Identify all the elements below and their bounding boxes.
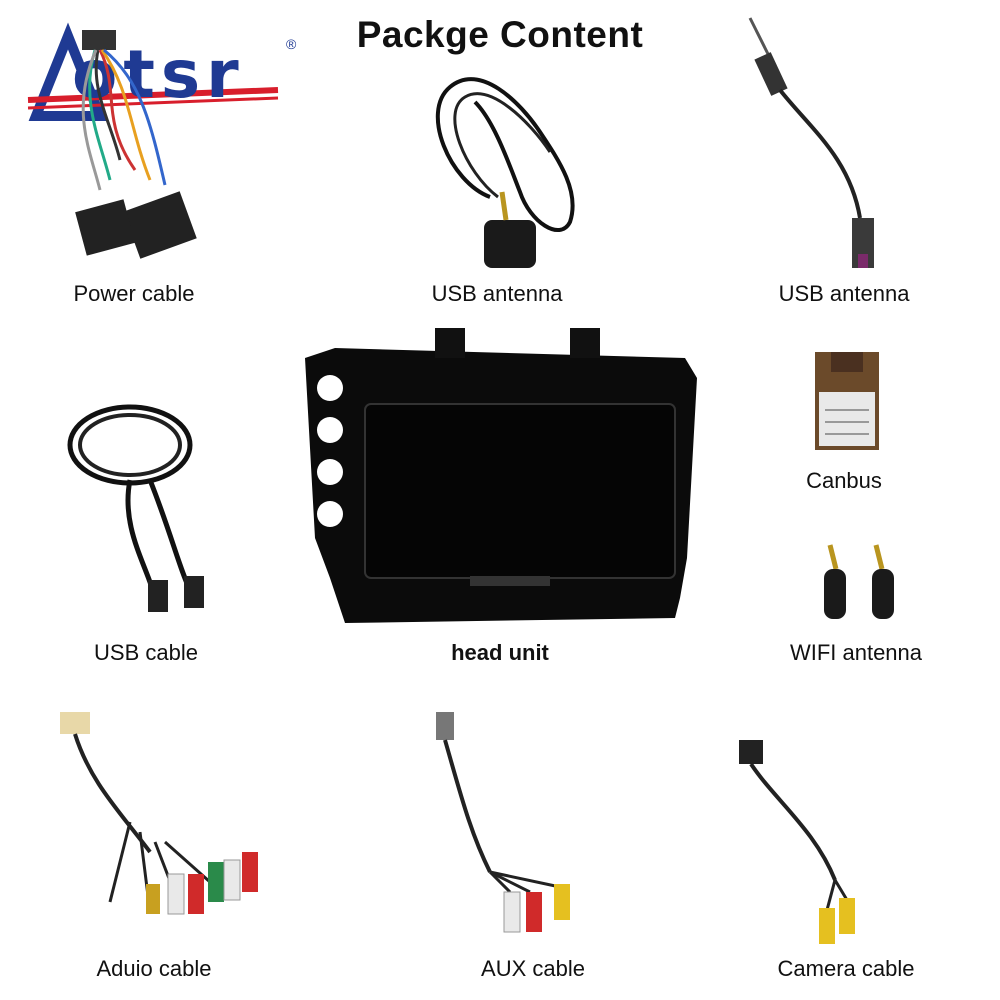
brand-logo-icon bbox=[27, 22, 279, 121]
canbus-box-icon bbox=[815, 352, 879, 450]
aux-cable-label: AUX cable bbox=[481, 956, 585, 981]
head-unit-item bbox=[285, 328, 705, 628]
radio-antenna-label: USB antenna bbox=[778, 281, 910, 306]
usb-cable-item bbox=[60, 400, 210, 620]
head-unit-label: head unit bbox=[451, 640, 549, 665]
camera-cable-item bbox=[735, 740, 865, 950]
gps-antenna-icon bbox=[435, 77, 575, 268]
power-cable-label: Power cable bbox=[73, 281, 195, 306]
gps-antenna-label: USB antenna bbox=[431, 281, 563, 306]
aux-cable-item bbox=[430, 712, 590, 942]
camera-cable-icon bbox=[739, 740, 855, 944]
audio-cable-item bbox=[60, 712, 260, 942]
radio-antenna-item bbox=[740, 17, 900, 273]
usb-cable-icon bbox=[67, 404, 204, 612]
wifi-antenna-item bbox=[810, 544, 910, 625]
canbus-item bbox=[815, 352, 885, 452]
gps-antenna-item bbox=[420, 72, 600, 272]
radio-antenna-icon bbox=[748, 17, 874, 268]
registered-mark: ® bbox=[286, 36, 297, 52]
aux-cable-icon bbox=[436, 712, 570, 933]
canbus-label: Canbus bbox=[806, 468, 882, 493]
page-title: Packge Content bbox=[356, 14, 644, 55]
power-cable-item bbox=[40, 30, 220, 260]
wifi-antenna-label: WIFI antenna bbox=[789, 640, 923, 665]
head-unit-icon bbox=[305, 328, 697, 623]
wifi-antenna-icon bbox=[824, 544, 894, 619]
power-cable-icon bbox=[75, 30, 197, 259]
camera-cable-label: Camera cable bbox=[777, 956, 915, 981]
usb-cable-label: USB cable bbox=[94, 640, 198, 665]
audio-cable-icon bbox=[60, 712, 258, 915]
audio-cable-label: Aduio cable bbox=[96, 956, 212, 981]
